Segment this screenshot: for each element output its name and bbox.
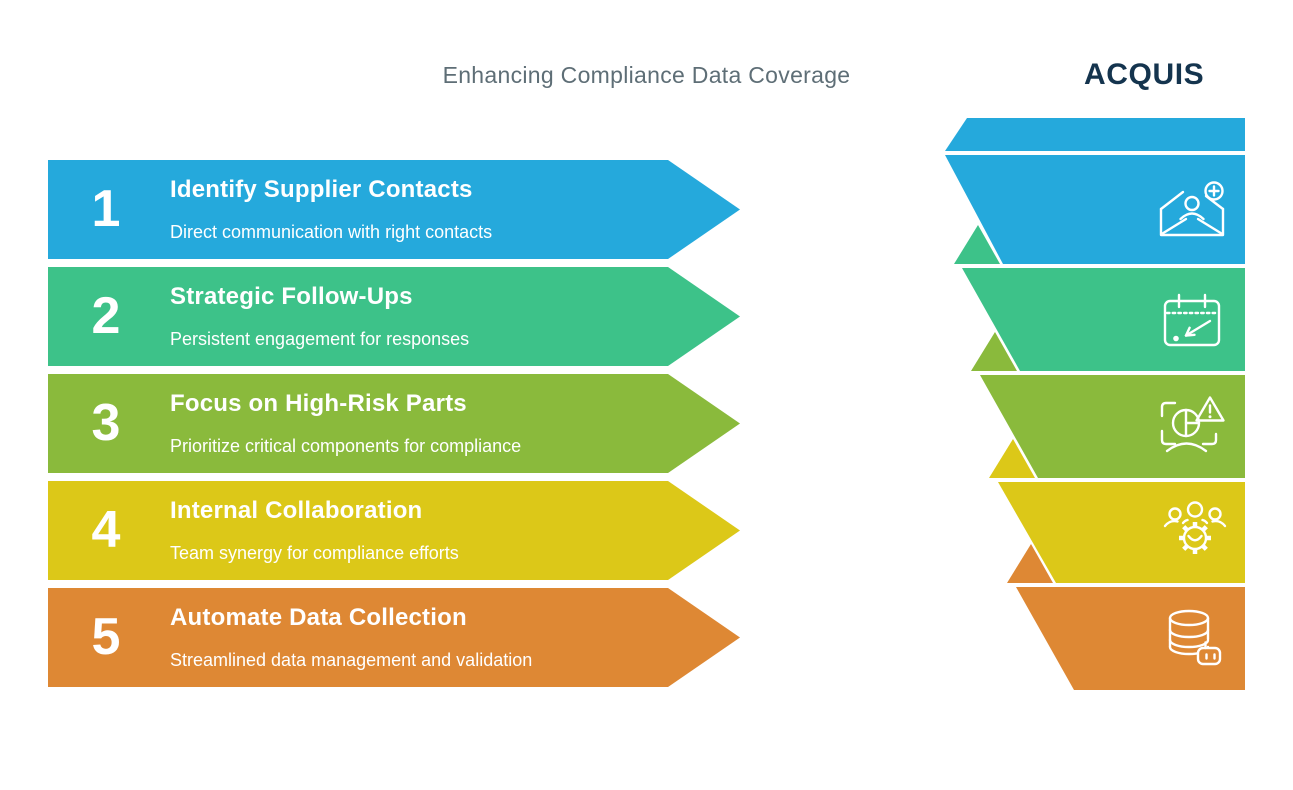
calendar-follow-up-icon <box>1163 293 1221 347</box>
high-risk-part-icon <box>1160 396 1225 453</box>
step-title: Automate Data Collection <box>170 604 467 631</box>
step-number: 2 <box>91 287 121 345</box>
database-automation-icon <box>1168 609 1222 666</box>
ribbon-segment-3 <box>980 375 1245 478</box>
step-title: Focus on High-Risk Parts <box>170 390 467 417</box>
step-title: Strategic Follow-Ups <box>170 283 413 310</box>
ribbon-segment-4 <box>998 482 1245 583</box>
ribbon-segment-1 <box>945 155 1245 264</box>
step-title: Internal Collaboration <box>170 497 423 524</box>
ribbon-segment-5 <box>1016 587 1245 690</box>
step-number: 1 <box>91 180 121 238</box>
step-number: 4 <box>91 501 121 559</box>
step-title: Identify Supplier Contacts <box>170 176 473 203</box>
step-subtitle: Prioritize critical components for compl… <box>170 436 522 456</box>
step-subtitle: Team synergy for compliance efforts <box>170 543 459 563</box>
step-number: 3 <box>91 394 121 452</box>
step-banner-5: 5 Automate Data Collection Streamlined d… <box>48 588 740 687</box>
step-banner-2: 2 Strategic Follow-Ups Persistent engage… <box>48 267 740 366</box>
acquis-logo: ACQUIS <box>1084 58 1205 91</box>
add-contact-email-icon <box>1159 181 1225 237</box>
step-subtitle: Persistent engagement for responses <box>170 329 470 349</box>
step-banner-4: 4 Internal Collaboration Team synergy fo… <box>48 481 740 580</box>
ribbon-fold-3 <box>971 332 1017 371</box>
page-title: Enhancing Compliance Data Coverage <box>442 62 851 88</box>
ribbon-fold-2 <box>954 225 1000 264</box>
step-banner-3: 3 Focus on High-Risk Parts Prioritize cr… <box>48 374 740 473</box>
step-subtitle: Direct communication with right contacts <box>170 222 493 242</box>
ribbon-cap <box>945 118 1245 151</box>
step-number: 5 <box>91 608 121 666</box>
ribbon-column <box>945 118 1245 690</box>
team-collaboration-gear-icon <box>1163 501 1227 554</box>
step-subtitle: Streamlined data management and validati… <box>170 650 533 670</box>
ribbon-fold-5 <box>1007 544 1053 583</box>
ribbon-fold-4 <box>989 439 1035 478</box>
step-banner-1: 1 Identify Supplier Contacts Direct comm… <box>48 160 740 259</box>
